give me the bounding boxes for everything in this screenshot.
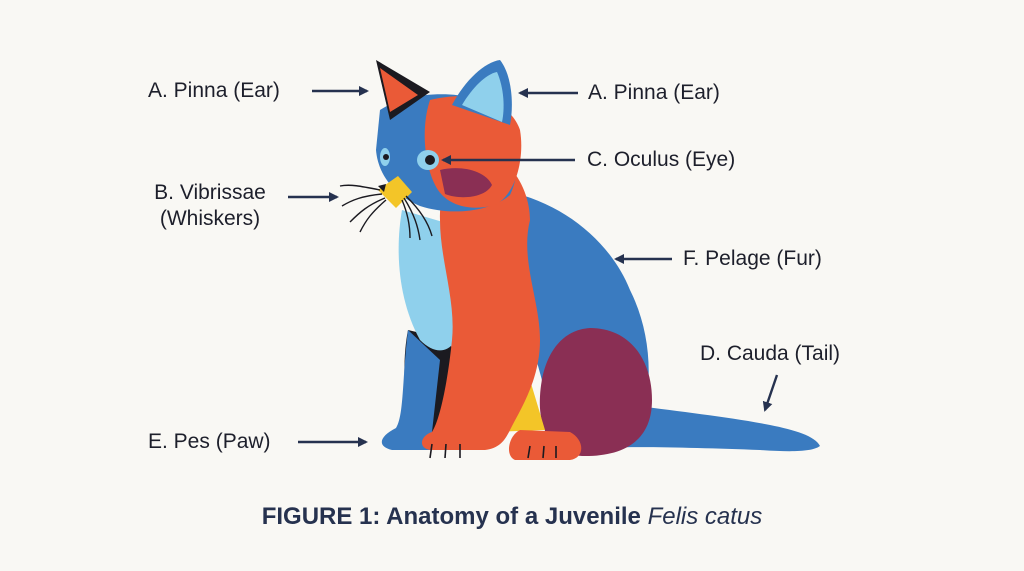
cat-far-foreleg — [381, 330, 440, 450]
cat-tail — [600, 400, 820, 452]
label-pes: E. Pes (Paw) — [148, 430, 271, 453]
figure-caption-species: Felis catus — [647, 503, 763, 530]
cat-ear-right-inner — [462, 72, 504, 122]
cat-orange-body — [421, 150, 540, 450]
label-vibrissae: B. Vibrissae (Whiskers) — [140, 180, 280, 233]
cat-cheek — [440, 168, 492, 198]
label-vibrissae-line2: (Whiskers) — [159, 207, 261, 231]
cat-thigh — [539, 328, 652, 456]
figure-caption: FIGURE 1: Anatomy of a Juvenile Felis ca… — [0, 503, 1024, 531]
cat-back-paw — [508, 430, 582, 460]
label-pinna-right: A. Pinna (Ear) — [588, 81, 720, 104]
arrow-cauda — [762, 374, 779, 412]
cat-ear-left-inner — [380, 68, 418, 112]
cat-whiskers — [339, 184, 433, 241]
cat-muzzle — [378, 176, 412, 208]
figure-caption-title: FIGURE 1: Anatomy of a Juvenile — [261, 503, 641, 530]
label-pinna-left: A. Pinna (Ear) — [148, 79, 280, 102]
label-vibrissae-line1: B. Vibrissae — [154, 181, 266, 204]
label-oculus: C. Oculus (Eye) — [587, 148, 736, 171]
label-pelage: F. Pelage (Fur) — [683, 247, 822, 270]
label-cauda: D. Cauda (Tail) — [700, 342, 841, 365]
